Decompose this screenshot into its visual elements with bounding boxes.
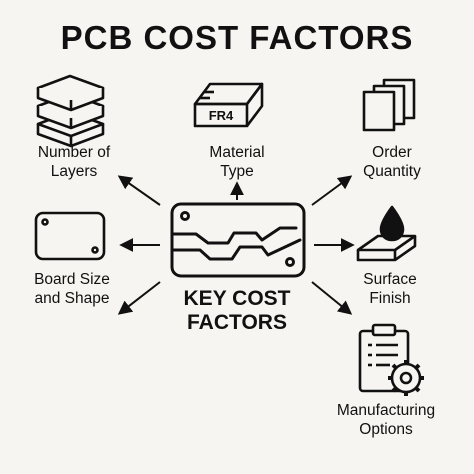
label-line2: Layers — [50, 163, 98, 180]
layers-stack-icon — [36, 74, 105, 148]
label-line2: Options — [359, 421, 413, 438]
label-number-of-layers: Number of Layers — [38, 143, 110, 181]
page-title: PCB COST FACTORS — [60, 19, 414, 56]
label-line1: Manufacturing — [336, 402, 436, 419]
label-manufacturing-options: Manufacturing Options — [337, 401, 435, 439]
arrow-to-layers — [117, 175, 161, 206]
arrow-to-size-lower — [117, 281, 161, 315]
label-line1: Number of — [37, 144, 111, 161]
label-line2: and Shape — [34, 290, 110, 307]
label-line1: Order — [372, 144, 412, 161]
center-label-line1: KEY COST — [183, 287, 291, 310]
label-line1: Material — [209, 144, 265, 161]
label-line1: Board Size — [34, 271, 110, 288]
droplet-on-board-icon — [356, 205, 417, 262]
board-outline-icon — [34, 211, 106, 261]
stacked-sheets-icon — [362, 78, 416, 132]
fr4-block-icon — [193, 82, 264, 128]
arrow-to-manufacturing — [311, 281, 353, 315]
label-board-size-and-shape: Board Size and Shape — [34, 270, 110, 308]
label-line2: Type — [220, 163, 254, 180]
label-material-type: Material Type — [209, 143, 264, 181]
label-line2: Quantity — [363, 163, 421, 180]
fr4-icon-text: FR4 — [209, 108, 234, 123]
arrow-to-quantity — [311, 175, 353, 206]
label-line2: Finish — [369, 290, 411, 307]
label-line1: Surface — [363, 271, 417, 288]
label-order-quantity: Order Quantity — [363, 143, 421, 181]
center-pcb-icon — [170, 202, 306, 278]
clipboard-gear-icon — [358, 323, 424, 396]
label-surface-finish: Surface Finish — [363, 270, 416, 308]
center-label: KEY COST FACTORS — [184, 287, 291, 335]
center-label-line2: FACTORS — [187, 311, 287, 334]
